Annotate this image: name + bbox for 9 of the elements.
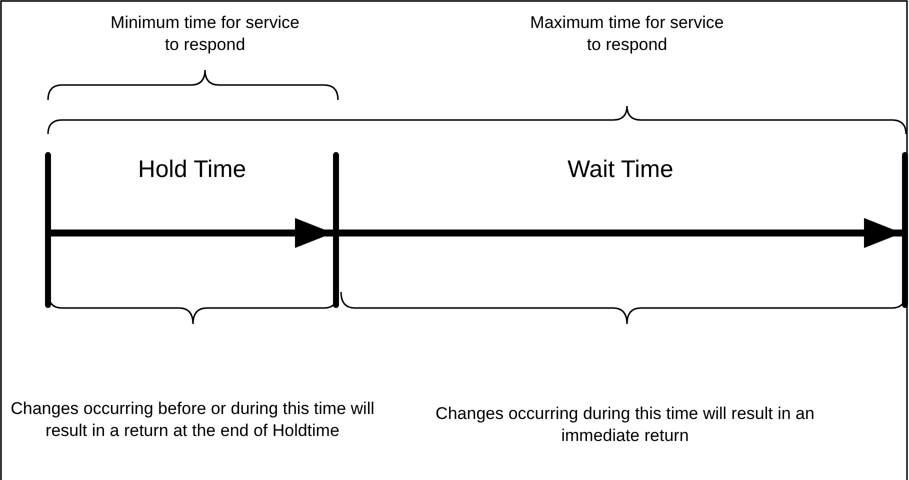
time-marker-bar (902, 152, 908, 308)
time-marker-bar (333, 152, 339, 308)
note-text: Minimum time for service to respond (110, 12, 300, 56)
note-text: Maximum time for service to respond (529, 12, 725, 56)
time-marker-bar (45, 152, 51, 308)
arrow (51, 218, 333, 248)
arrow (339, 218, 902, 248)
note-text: Changes occurring before or during this time will result in a return at the end of Holdtime (10, 398, 376, 442)
note-text: Changes occurring during this time will result in an immediate return (434, 403, 816, 447)
